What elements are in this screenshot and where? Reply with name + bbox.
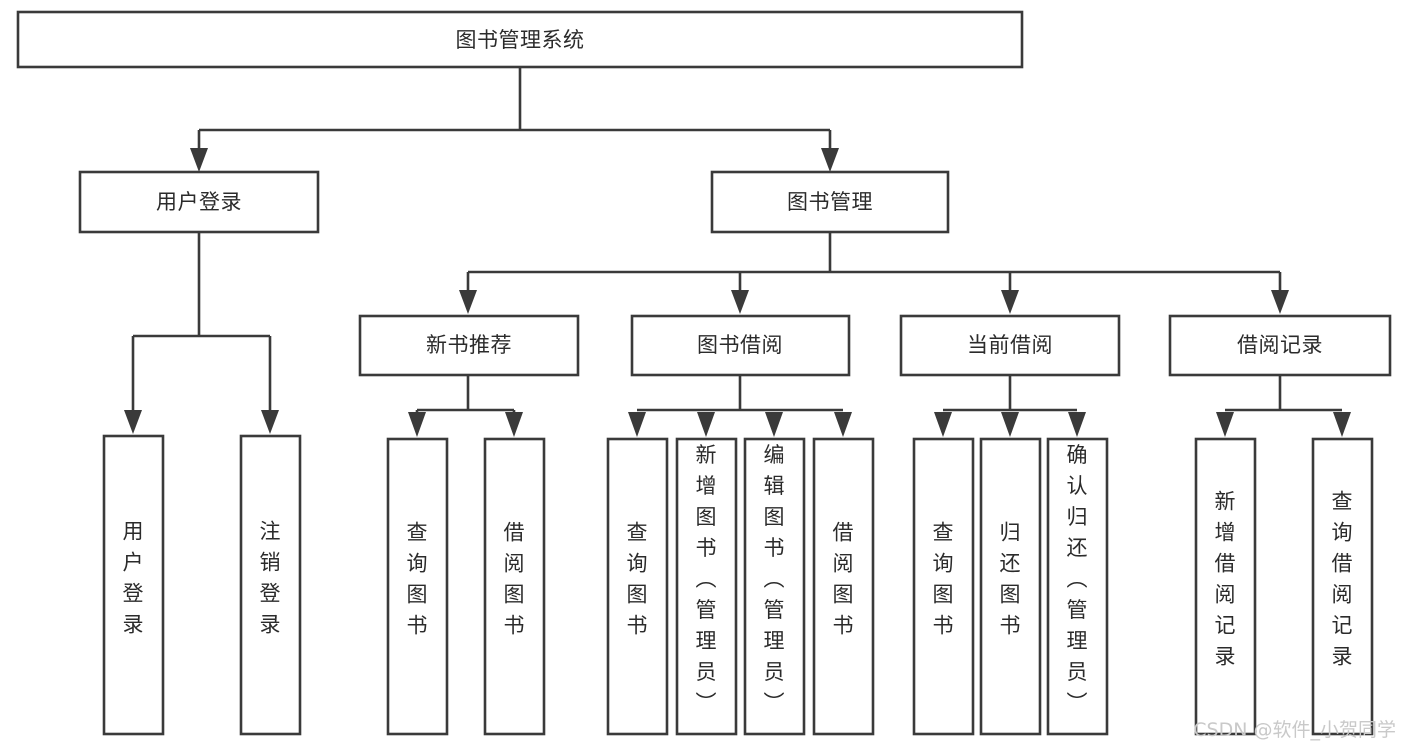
arrowhead-new-book-recommend	[459, 290, 477, 314]
node-new-book-recommend-box[interactable]	[358, 314, 580, 377]
node-borrow-record[interactable]: 借阅记录	[1168, 314, 1392, 377]
node-current-borrow-label: 当前借阅	[967, 333, 1053, 357]
node-user-login[interactable]: 用户登录	[78, 170, 320, 234]
leaf-logout-box[interactable]	[239, 434, 302, 736]
node-user-login-label: 用户登录	[156, 190, 242, 214]
leaf-query-book-3[interactable]: 查询图书	[912, 437, 975, 736]
arrowhead-leaf-query-book-3	[934, 412, 952, 437]
node-new-book-recommend-label: 新书推荐	[426, 333, 512, 357]
arrowhead-user-login	[190, 148, 208, 172]
leaf-query-record-label: 查询借阅记录	[1332, 490, 1353, 669]
leaf-user-login-box[interactable]	[102, 434, 165, 736]
leaf-borrow-book-1-box[interactable]	[483, 437, 546, 736]
leaf-query-record-box[interactable]	[1311, 437, 1374, 736]
leaf-add-book[interactable]: 新增图书︵管理员︶	[675, 437, 738, 736]
node-root-label: 图书管理系统	[456, 28, 585, 52]
leaf-return-book[interactable]: 归还图书	[979, 437, 1042, 736]
leaf-query-book-3-box[interactable]	[912, 437, 975, 736]
leaf-return-book-label: 归还图书	[1000, 521, 1021, 638]
leaf-query-book-1-box[interactable]	[386, 437, 449, 736]
node-root-box[interactable]	[16, 10, 1024, 69]
leaf-edit-book[interactable]: 编辑图书︵管理员︶	[743, 437, 806, 736]
connector-layer	[124, 67, 1351, 437]
node-new-book-recommend[interactable]: 新书推荐	[358, 314, 580, 377]
leaf-edit-book-box[interactable]	[743, 437, 806, 736]
leaf-query-book-3-label: 查询图书	[933, 521, 954, 638]
arrowhead-leaf-return-book	[1001, 412, 1019, 437]
arrowhead-leaf-edit-book	[765, 412, 783, 437]
leaf-query-book-2-box[interactable]	[606, 437, 669, 736]
leaf-add-record-box[interactable]	[1194, 437, 1257, 736]
node-root[interactable]: 图书管理系统	[16, 10, 1024, 69]
leaf-user-login[interactable]: 用户登录	[102, 434, 165, 736]
node-borrow-record-label: 借阅记录	[1237, 333, 1323, 357]
arrowhead-leaf-query-book-2	[628, 412, 646, 437]
leaf-query-book-2-label: 查询图书	[627, 521, 648, 638]
leaf-borrow-book-1[interactable]: 借阅图书	[483, 437, 546, 736]
arrowhead-book-borrow	[731, 290, 749, 314]
arrowhead-leaf-query-record	[1333, 412, 1351, 437]
node-user-login-box[interactable]	[78, 170, 320, 234]
node-current-borrow-box[interactable]	[899, 314, 1121, 377]
node-book-borrow-box[interactable]	[630, 314, 851, 377]
arrowhead-leaf-logout	[261, 410, 279, 434]
leaf-add-book-box[interactable]	[675, 437, 738, 736]
arrowhead-leaf-borrow-book-1	[505, 412, 523, 437]
arrowhead-leaf-query-book-1	[408, 412, 426, 437]
leaf-logout[interactable]: 注销登录	[239, 434, 302, 736]
node-book-manage-box[interactable]	[710, 170, 950, 234]
leaf-query-book-1-label: 查询图书	[407, 521, 428, 638]
leaf-query-book-2[interactable]: 查询图书	[606, 437, 669, 736]
leaf-borrow-book-2-box[interactable]	[812, 437, 875, 736]
node-book-manage-label: 图书管理	[787, 190, 873, 214]
csdn-watermark: CSDN @软件_小贺同学	[1193, 719, 1396, 741]
leaf-logout-label: 注销登录	[260, 520, 281, 637]
leaf-query-book-1[interactable]: 查询图书	[386, 437, 449, 736]
node-book-borrow-label: 图书借阅	[697, 333, 783, 357]
arrowhead-leaf-add-book	[697, 412, 715, 437]
leaf-borrow-book-1-label: 借阅图书	[504, 521, 525, 638]
leaf-return-book-box[interactable]	[979, 437, 1042, 736]
arrowhead-leaf-user-login	[124, 410, 142, 434]
leaf-user-login-label: 用户登录	[123, 520, 144, 637]
leaf-borrow-book-2[interactable]: 借阅图书	[812, 437, 875, 736]
leaf-confirm-return-label: 确认归还︵管理员︶	[1067, 443, 1088, 715]
arrowhead-current-borrow	[1001, 290, 1019, 314]
leaf-confirm-return[interactable]: 确认归还︵管理员︶	[1046, 437, 1109, 736]
arrowhead-borrow-record	[1271, 290, 1289, 314]
leaf-edit-book-label: 编辑图书︵管理员︶	[764, 443, 785, 715]
arrowhead-leaf-confirm-return	[1068, 412, 1086, 437]
node-borrow-record-box[interactable]	[1168, 314, 1392, 377]
leaf-add-book-label: 新增图书︵管理员︶	[696, 443, 717, 715]
leaf-query-record[interactable]: 查询借阅记录	[1311, 437, 1374, 736]
node-book-manage[interactable]: 图书管理	[710, 170, 950, 234]
arrowhead-leaf-borrow-book-2	[834, 412, 852, 437]
node-current-borrow[interactable]: 当前借阅	[899, 314, 1121, 377]
leaf-confirm-return-box[interactable]	[1046, 437, 1109, 736]
node-book-borrow[interactable]: 图书借阅	[630, 314, 851, 377]
leaf-borrow-book-2-label: 借阅图书	[833, 521, 854, 638]
leaf-add-record[interactable]: 新增借阅记录	[1194, 437, 1257, 736]
arrowhead-book-manage	[821, 148, 839, 172]
arrowhead-leaf-add-record	[1216, 412, 1234, 437]
leaf-add-record-label: 新增借阅记录	[1215, 490, 1236, 669]
